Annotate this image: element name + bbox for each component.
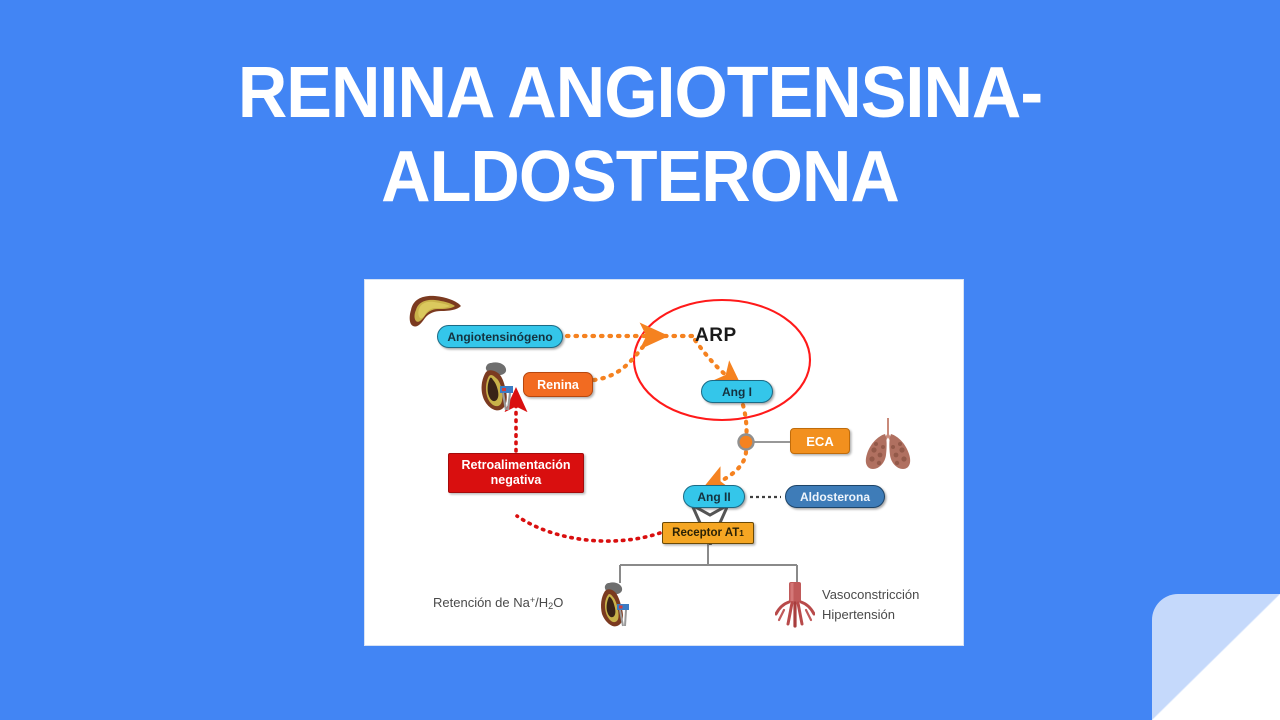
retencion-superscript: + bbox=[529, 595, 536, 605]
corner-decoration bbox=[1152, 594, 1280, 720]
lungs-icon bbox=[860, 416, 916, 472]
node-ang-i: Ang I bbox=[701, 380, 773, 403]
retencion-subscript: 2 bbox=[548, 600, 554, 611]
diagram-connectors bbox=[504, 298, 812, 583]
node-eca: ECA bbox=[790, 428, 850, 454]
label-hipertension: Hipertensión bbox=[822, 607, 895, 623]
node-aldosterona: Aldosterona bbox=[785, 485, 885, 508]
retro-line-2: negativa bbox=[490, 473, 542, 487]
node-renina: Renina bbox=[523, 372, 593, 397]
retro-line-1: Retroalimentación bbox=[461, 458, 571, 472]
diagram-image: Angiotensinógeno Renina Ang I ECA Ang II… bbox=[365, 280, 963, 645]
receptor-label-main: Receptor AT bbox=[672, 527, 740, 539]
page-title: RENINA ANGIOTENSINA- ALDOSTERONA bbox=[237, 53, 1043, 217]
retencion-prefix: Retención de Na bbox=[433, 595, 530, 611]
kidney-icon bbox=[597, 580, 635, 630]
blood-vessel-icon bbox=[775, 580, 815, 628]
node-retroalimentacion-negativa: Retroalimentación negativa bbox=[448, 453, 584, 493]
label-retencion-sodio-agua: Retención de Na+/H2O bbox=[433, 595, 563, 611]
node-ang-ii: Ang II bbox=[683, 485, 745, 508]
label-vasoconstriccion: Vasoconstricción bbox=[822, 587, 920, 602]
retencion-suffix: O bbox=[553, 595, 564, 611]
receptor-label-subscript: 1 bbox=[739, 528, 744, 538]
kidney-icon bbox=[477, 360, 519, 414]
label-vasoconstriccion-hipertension: Vasoconstricción Hipertensión bbox=[822, 585, 919, 625]
label-arp: ARP bbox=[695, 325, 737, 346]
retencion-mid: /H bbox=[535, 595, 549, 611]
node-angiotensinogeno: Angiotensinógeno bbox=[437, 325, 563, 348]
liver-icon bbox=[407, 292, 463, 334]
